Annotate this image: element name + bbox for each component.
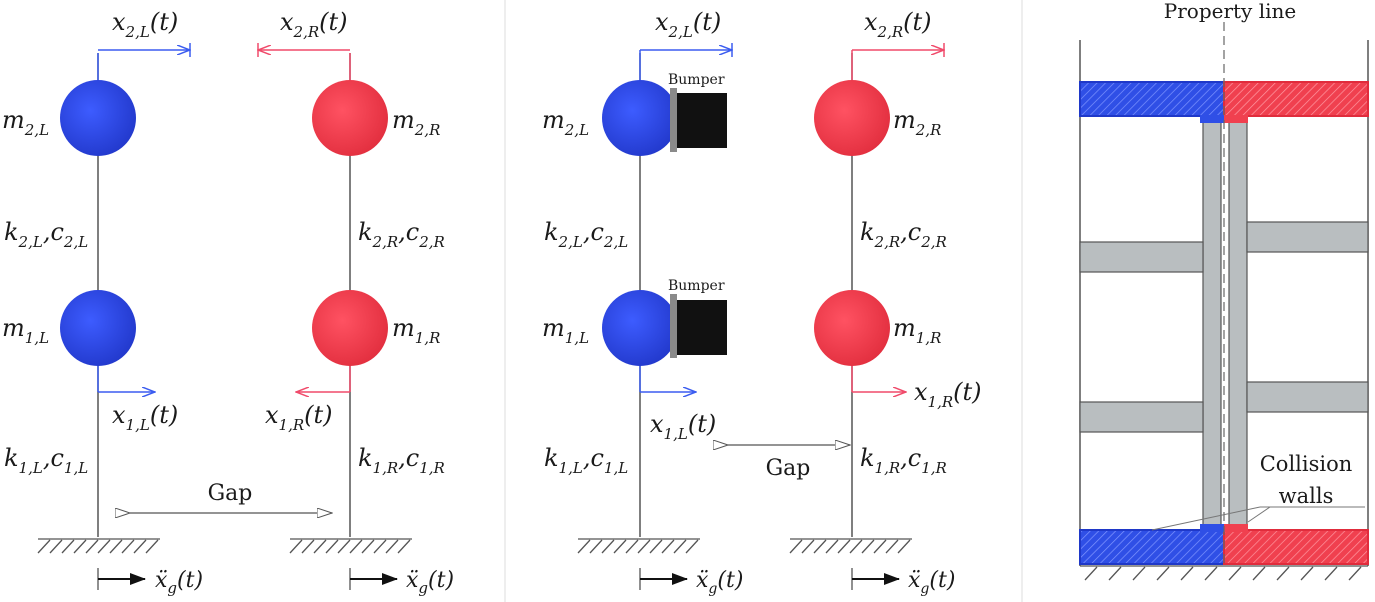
- label-k1L: k1,L,c1,L: [4, 444, 88, 477]
- bottom-slab-right: [1223, 529, 1369, 565]
- bumper-plate-top: [670, 88, 677, 152]
- label-x2R: x2,R(t): [280, 8, 348, 41]
- ground-acc-label-right: ẍg(t): [908, 568, 955, 597]
- label-k1R: k1,R,c1,R: [358, 444, 445, 477]
- bumper-plate-bottom: [670, 294, 677, 358]
- label-x1R: x1,R(t): [265, 401, 333, 434]
- label-k2R: k2,R,c2,R: [358, 218, 445, 251]
- bumper-label-top: Bumper: [668, 72, 725, 88]
- panel-c: Property line Collision walls: [1079, 0, 1369, 581]
- bumper-block-top: [677, 93, 727, 148]
- bumper-label-bottom: Bumper: [668, 278, 725, 294]
- ground-acc-label-left: ẍg(t): [696, 568, 743, 597]
- collision-wall-bottom-left: [1200, 524, 1224, 532]
- gap-label: Gap: [766, 456, 811, 481]
- label-k1R: k1,R,c1,R: [860, 444, 947, 477]
- bottom-slab-left: [1079, 529, 1225, 565]
- mass-1-right: [312, 290, 388, 366]
- label-m1L: m1,L: [2, 314, 49, 347]
- panel-a: Gap ẍg(t) ẍg(t) x2,L(t) x2,R(t) m2,L m2,…: [2, 8, 454, 597]
- mass-2-left: [60, 80, 136, 156]
- label-m1R: m1,R: [392, 314, 440, 347]
- label-m2R: m2,R: [893, 106, 941, 139]
- top-slab-left: [1079, 81, 1225, 117]
- ground-support-left: [577, 538, 700, 554]
- collision-label-bg: [1250, 446, 1362, 506]
- collision-leader: [1247, 506, 1271, 523]
- label-x1L: x1,L(t): [112, 401, 178, 434]
- gap-label: Gap: [208, 481, 253, 506]
- ground-acc-label-right: ẍg(t): [406, 568, 454, 597]
- panel-b: Bumper Bumper Gap ẍg(t) ẍg(t) x2,L(t) x2…: [542, 8, 982, 597]
- ground-support: [1080, 565, 1368, 581]
- mass-1-left: [602, 290, 678, 366]
- label-k2R: k2,R,c2,R: [860, 218, 947, 251]
- label-m2L: m2,L: [2, 106, 49, 139]
- ground-acc-label-left: ẍg(t): [155, 568, 203, 597]
- ground-support-left: [37, 538, 160, 554]
- collision-wall-bottom-right: [1224, 524, 1248, 532]
- label-k2L: k2,L,c2,L: [4, 218, 88, 251]
- label-m2R: m2,R: [392, 106, 440, 139]
- label-x1R: x1,R(t): [914, 378, 982, 411]
- mass-2-right: [312, 80, 388, 156]
- label-k2L: k2,L,c2,L: [544, 218, 628, 251]
- collision-wall-top-right: [1224, 115, 1248, 123]
- bumper-block-bottom: [677, 300, 727, 355]
- label-k1L: k1,L,c1,L: [544, 444, 628, 477]
- mass-2-left: [602, 80, 678, 156]
- top-slab-right: [1223, 81, 1369, 117]
- collision-label-line1: Collision: [1260, 452, 1353, 476]
- mass-1-right: [814, 290, 890, 366]
- label-m1R: m1,R: [893, 314, 941, 347]
- collision-label-line2: walls: [1279, 484, 1334, 508]
- ground-support-right: [789, 538, 912, 554]
- collision-wall-top-left: [1200, 115, 1224, 123]
- ground-support-right: [289, 538, 412, 554]
- property-line-label: Property line: [1164, 0, 1296, 23]
- label-m1L: m1,L: [542, 314, 589, 347]
- label-x2L: x2,L(t): [655, 8, 721, 41]
- collision-leader: [1151, 506, 1261, 531]
- label-x2R: x2,R(t): [864, 8, 932, 41]
- mass-1-left: [60, 290, 136, 366]
- label-m2L: m2,L: [542, 106, 589, 139]
- mass-2-right: [814, 80, 890, 156]
- label-x1L: x1,L(t): [650, 410, 716, 443]
- label-x2L: x2,L(t): [112, 8, 178, 41]
